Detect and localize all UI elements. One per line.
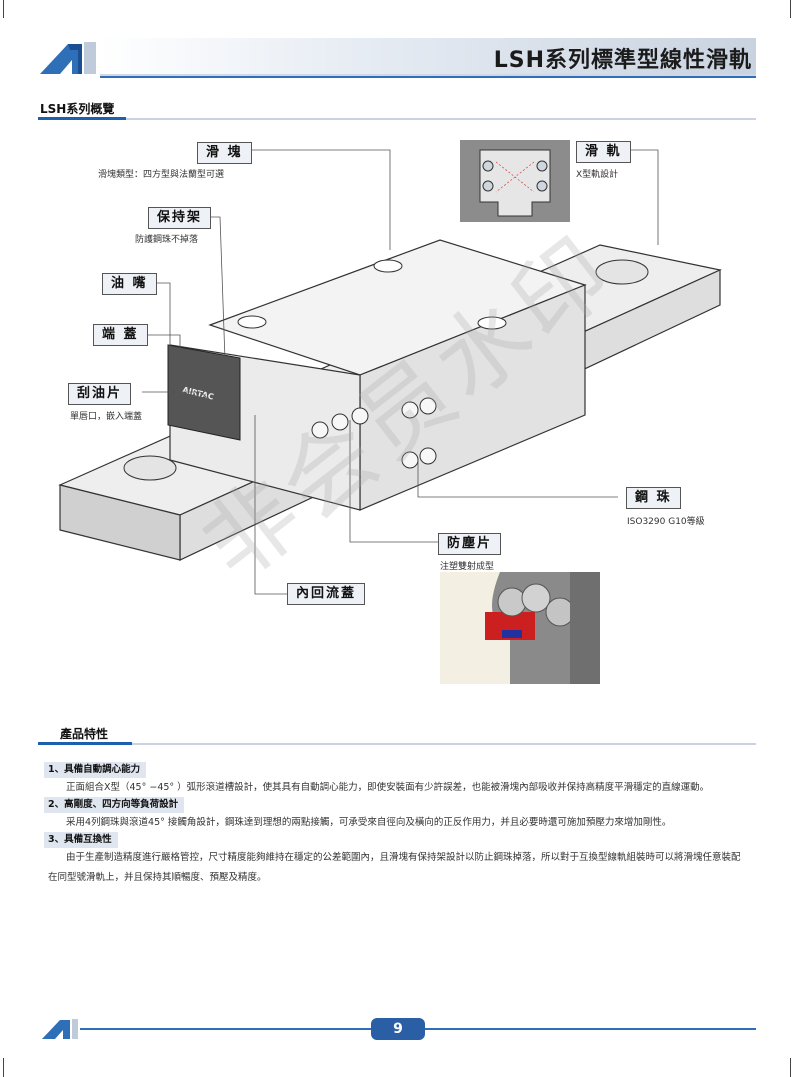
features-rule-accent bbox=[38, 742, 132, 745]
callout-dust-seal-sub: 注塑雙射成型 bbox=[440, 562, 495, 572]
block-hole-1 bbox=[373, 259, 403, 273]
callout-rail-sub: X型軌設計 bbox=[576, 170, 619, 180]
dust-seal-inset bbox=[440, 572, 600, 684]
crop-mark-tl bbox=[3, 0, 4, 18]
ball-5 bbox=[311, 421, 329, 439]
features-title: 產品特性 bbox=[60, 727, 109, 741]
footer-logo bbox=[40, 1018, 80, 1044]
callout-inner-return-cap: 內回流蓋 bbox=[287, 583, 366, 605]
crop-mark-tr bbox=[790, 0, 791, 18]
features-rule bbox=[132, 743, 756, 745]
overview-rule bbox=[126, 118, 756, 120]
ball-4 bbox=[419, 447, 437, 465]
overview-rule-accent bbox=[38, 117, 126, 120]
rail-hole-left bbox=[123, 455, 177, 481]
feature-2-text: 采用4列鋼珠與滾道45° 接觸角設計，鋼珠達到理想的兩點接觸，可承受來自徑向及橫… bbox=[66, 817, 672, 828]
callout-retainer-sub: 防護鋼珠不掉落 bbox=[135, 235, 199, 245]
end-cap bbox=[167, 344, 241, 441]
callout-slider-block-sub: 滑塊類型：四方型與法蘭型可選 bbox=[98, 170, 225, 180]
feature-3-heading: 3、具備互換性 bbox=[44, 832, 118, 848]
crop-mark-bl bbox=[3, 1058, 4, 1077]
feature-1-text: 正面組合X型（45° −45° ）弧形滾道槽設計，使其具有自動調心能力，即使安裝… bbox=[66, 782, 710, 793]
header-rule bbox=[100, 76, 756, 78]
ball-7 bbox=[351, 407, 369, 425]
block-hole-2 bbox=[237, 315, 267, 329]
overview-title: LSH系列概覽 bbox=[40, 102, 115, 116]
header-band bbox=[100, 38, 756, 76]
rail-end bbox=[59, 484, 181, 561]
feature-3-text: 由于生產制造精度進行嚴格管控，尺寸精度能夠維持在穩定的公差範圍內，且滑塊有保持架… bbox=[48, 852, 741, 883]
rail-hole-right bbox=[595, 259, 649, 285]
callout-steel-ball-sub: ISO3290 G10等級 bbox=[627, 517, 705, 527]
ball-6 bbox=[331, 413, 349, 431]
brand-logo bbox=[38, 40, 100, 80]
crop-mark-br bbox=[790, 1058, 791, 1077]
feature-1-heading: 1、具備自動調心能力 bbox=[44, 762, 147, 778]
rail-cross-section-inset bbox=[460, 140, 570, 222]
linear-guide-illustration: AIRTAC bbox=[58, 149, 722, 595]
callout-steel-ball: 鋼 珠 bbox=[626, 487, 681, 509]
ball-1 bbox=[401, 401, 419, 419]
callout-scraper: 刮油片 bbox=[68, 383, 132, 405]
callout-slider-block: 滑 塊 bbox=[197, 142, 252, 164]
callout-grease-nipple: 油 嘴 bbox=[102, 273, 157, 295]
feature-2-heading: 2、高剛度、四方向等負荷設計 bbox=[44, 797, 185, 813]
ball-2 bbox=[419, 397, 437, 415]
callout-scraper-sub: 單唇口，嵌入端蓋 bbox=[70, 412, 143, 422]
callout-end-cap: 端 蓋 bbox=[93, 324, 148, 346]
page-title: LSH系列標準型線性滑軌 bbox=[493, 48, 752, 73]
callout-dust-seal: 防塵片 bbox=[438, 533, 502, 555]
callout-retainer: 保持架 bbox=[148, 207, 212, 229]
page-number: 9 bbox=[371, 1018, 425, 1040]
block-hole-3 bbox=[477, 316, 507, 330]
callout-rail: 滑 軌 bbox=[576, 141, 631, 163]
